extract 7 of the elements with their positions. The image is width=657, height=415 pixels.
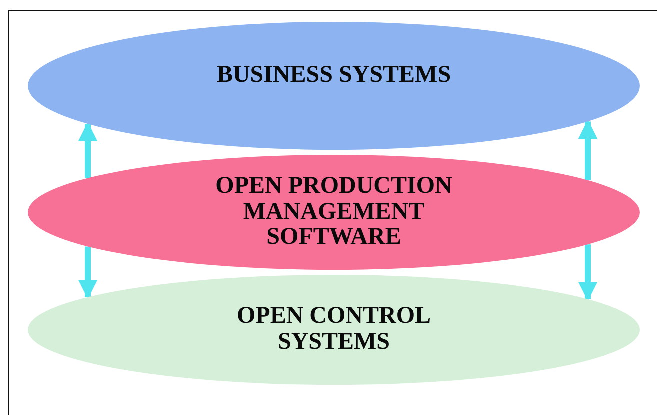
arrow xyxy=(578,120,598,180)
arrow xyxy=(78,122,98,178)
ellipse-label: OPEN CONTROL SYSTEMS xyxy=(236,304,432,356)
ellipse-label: OPEN PRODUCTION MANAGEMENT SOFTWARE xyxy=(214,174,454,252)
ellipse-label: BUSINESS SYSTEMS xyxy=(216,63,452,89)
arrow xyxy=(78,246,98,300)
arrow xyxy=(578,244,598,302)
